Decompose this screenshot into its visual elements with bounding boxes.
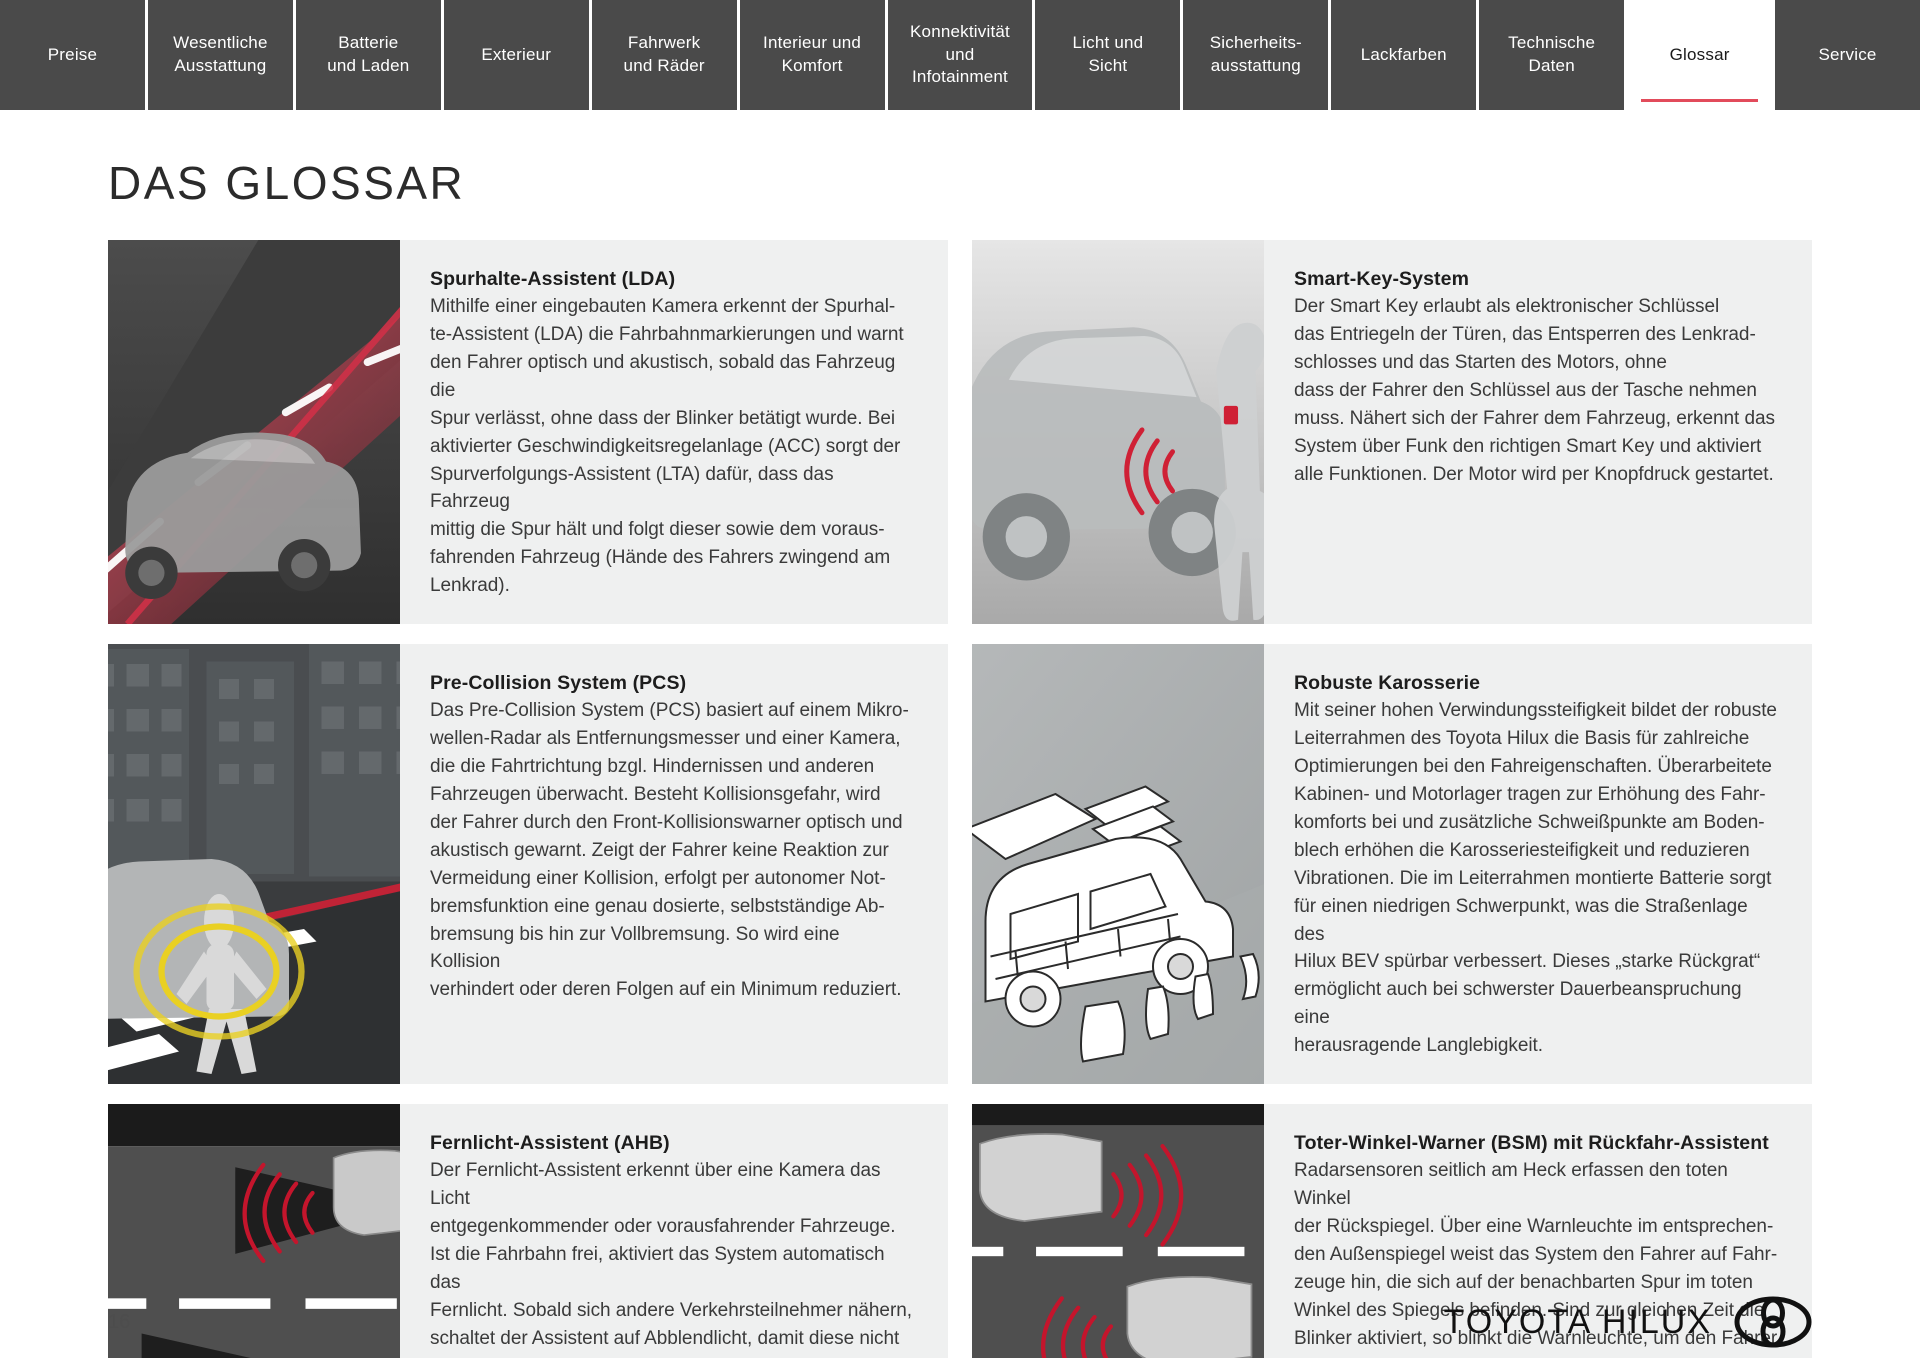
page-content: DAS GLOSSAR xyxy=(0,110,1920,1358)
glossary-card-body: Smart-Key-System Der Smart Key erlaubt a… xyxy=(1264,240,1812,624)
glossary-card: Smart-Key-System Der Smart Key erlaubt a… xyxy=(972,240,1812,625)
glossary-card-text: Das Pre-Collision System (PCS) basiert a… xyxy=(430,700,909,1001)
smart-key-illustration xyxy=(972,240,1264,625)
nav-tab-preise[interactable]: Preise xyxy=(0,0,148,110)
nav-tab-licht-und-sicht[interactable]: Licht und Sicht xyxy=(1035,0,1184,110)
nav-tab-label: Licht und Sicht xyxy=(1072,33,1144,75)
ladder-frame-graphic xyxy=(972,644,1264,1085)
nav-tab-label: Fahrwerk und Räder xyxy=(623,33,705,75)
glossary-card-text: Mit seiner hohen Verwindungssteifigkeit … xyxy=(1294,700,1777,1057)
nav-tab-batterie-und-laden[interactable]: Batterie und Laden xyxy=(295,0,444,110)
brand-wordmark: TOYOTA HILUX xyxy=(1443,1302,1712,1341)
glossary-card: Toter-Winkel-Warner (BSM) mit Rückfahr-A… xyxy=(972,1104,1812,1358)
nav-tab-label: Wesentliche Ausstattung xyxy=(173,33,268,75)
nav-tab-lackfarben[interactable]: Lackfarben xyxy=(1331,0,1480,110)
nav-tab-label: Sicherheits- ausstattung xyxy=(1209,33,1302,75)
glossary-card: Pre-Collision System (PCS) Das Pre-Colli… xyxy=(108,644,948,1085)
glossary-card-title: Robuste Karosserie xyxy=(1294,672,1481,695)
toyota-logo-icon xyxy=(1734,1296,1812,1348)
glossary-card-title: Spurhalte-Assistent (LDA) xyxy=(430,268,676,290)
glossary-card: Fernlicht-Assistent (AHB) Der Fernlicht-… xyxy=(108,1104,948,1358)
nav-tab-label: Interieur und Komfort xyxy=(763,33,862,75)
nav-tab-label: Service xyxy=(1818,44,1877,64)
blind-spot-monitor-illustration xyxy=(972,1104,1264,1358)
glossary-card-text: Der Fernlicht-Assistent erkennt über ein… xyxy=(430,1160,912,1358)
top-navigation-bar: Preise Wesentliche Ausstattung Batterie … xyxy=(0,0,1920,110)
brand-lockup: TOYOTA HILUX xyxy=(1444,1296,1812,1348)
glossary-card-title: Toter-Winkel-Warner (BSM) mit Rückfahr-A… xyxy=(1294,1132,1769,1155)
nav-tab-wesentliche-ausstattung[interactable]: Wesentliche Ausstattung xyxy=(147,0,296,110)
glossary-card-text: Radarsensoren seitlich am Heck erfassen … xyxy=(1294,1160,1778,1358)
glossary-card-title: Smart-Key-System xyxy=(1294,268,1470,290)
blind-spot-monitor-graphic xyxy=(972,1104,1264,1358)
nav-tab-glossar[interactable]: Glossar xyxy=(1627,0,1776,110)
glossary-card-title: Fernlicht-Assistent (AHB) xyxy=(430,1132,670,1155)
smart-key-graphic xyxy=(972,240,1264,625)
glossary-card: Robuste Karosserie Mit seiner hohen Verw… xyxy=(972,644,1812,1085)
nav-tab-interieur-und-komfort[interactable]: Interieur und Komfort xyxy=(739,0,888,110)
glossary-card-body: Toter-Winkel-Warner (BSM) mit Rückfahr-A… xyxy=(1264,1104,1812,1358)
glossary-card-body: Robuste Karosserie Mit seiner hohen Verw… xyxy=(1264,644,1812,1084)
page-title: DAS GLOSSAR xyxy=(108,157,466,209)
pre-collision-graphic xyxy=(108,644,400,1085)
nav-tab-label: Technische Daten xyxy=(1508,33,1596,75)
ladder-frame-illustration xyxy=(972,644,1264,1085)
nav-tab-exterieur[interactable]: Exterieur xyxy=(443,0,592,110)
nav-tab-sicherheitsausstattung[interactable]: Sicherheits- ausstattung xyxy=(1183,0,1332,110)
nav-tab-fahrwerk-und-raeder[interactable]: Fahrwerk und Räder xyxy=(591,0,740,110)
page-footer: 16 TOYOTA HILUX xyxy=(0,1286,1920,1358)
glossary-card-text: Der Smart Key erlaubt als elektronischer… xyxy=(1294,296,1775,485)
glossary-card-grid: Spurhalte-Assistent (LDA) Mithilfe einer… xyxy=(108,240,1812,1358)
glossary-card: Spurhalte-Assistent (LDA) Mithilfe einer… xyxy=(108,240,948,625)
auto-high-beam-graphic xyxy=(108,1104,400,1358)
nav-tab-label: Exterieur xyxy=(481,44,552,64)
nav-tab-label: Batterie und Laden xyxy=(327,33,410,75)
lane-departure-illustration xyxy=(108,240,400,625)
nav-tab-konnektivitaet-und-infotainment[interactable]: Konnektivität und Infotainment xyxy=(887,0,1036,110)
glossary-card-body: Pre-Collision System (PCS) Das Pre-Colli… xyxy=(400,644,948,1084)
nav-tab-service[interactable]: Service xyxy=(1775,0,1920,110)
glossary-card-text: Mithilfe einer eingebauten Kamera erkenn… xyxy=(430,296,904,597)
glossary-card-body: Fernlicht-Assistent (AHB) Der Fernlicht-… xyxy=(400,1104,948,1358)
nav-tab-label: Preise xyxy=(47,44,98,64)
nav-tab-label: Lackfarben xyxy=(1360,44,1447,64)
nav-tab-technische-daten[interactable]: Technische Daten xyxy=(1479,0,1628,110)
lane-departure-graphic xyxy=(108,240,400,625)
glossary-card-body: Spurhalte-Assistent (LDA) Mithilfe einer… xyxy=(400,240,948,624)
glossary-card-title: Pre-Collision System (PCS) xyxy=(430,672,687,695)
nav-tab-label: Glossar xyxy=(1669,44,1730,64)
auto-high-beam-illustration xyxy=(108,1104,400,1358)
nav-tab-label: Konnektivität und Infotainment xyxy=(910,21,1010,87)
pre-collision-illustration xyxy=(108,644,400,1085)
page-number: 16 xyxy=(108,1310,131,1333)
